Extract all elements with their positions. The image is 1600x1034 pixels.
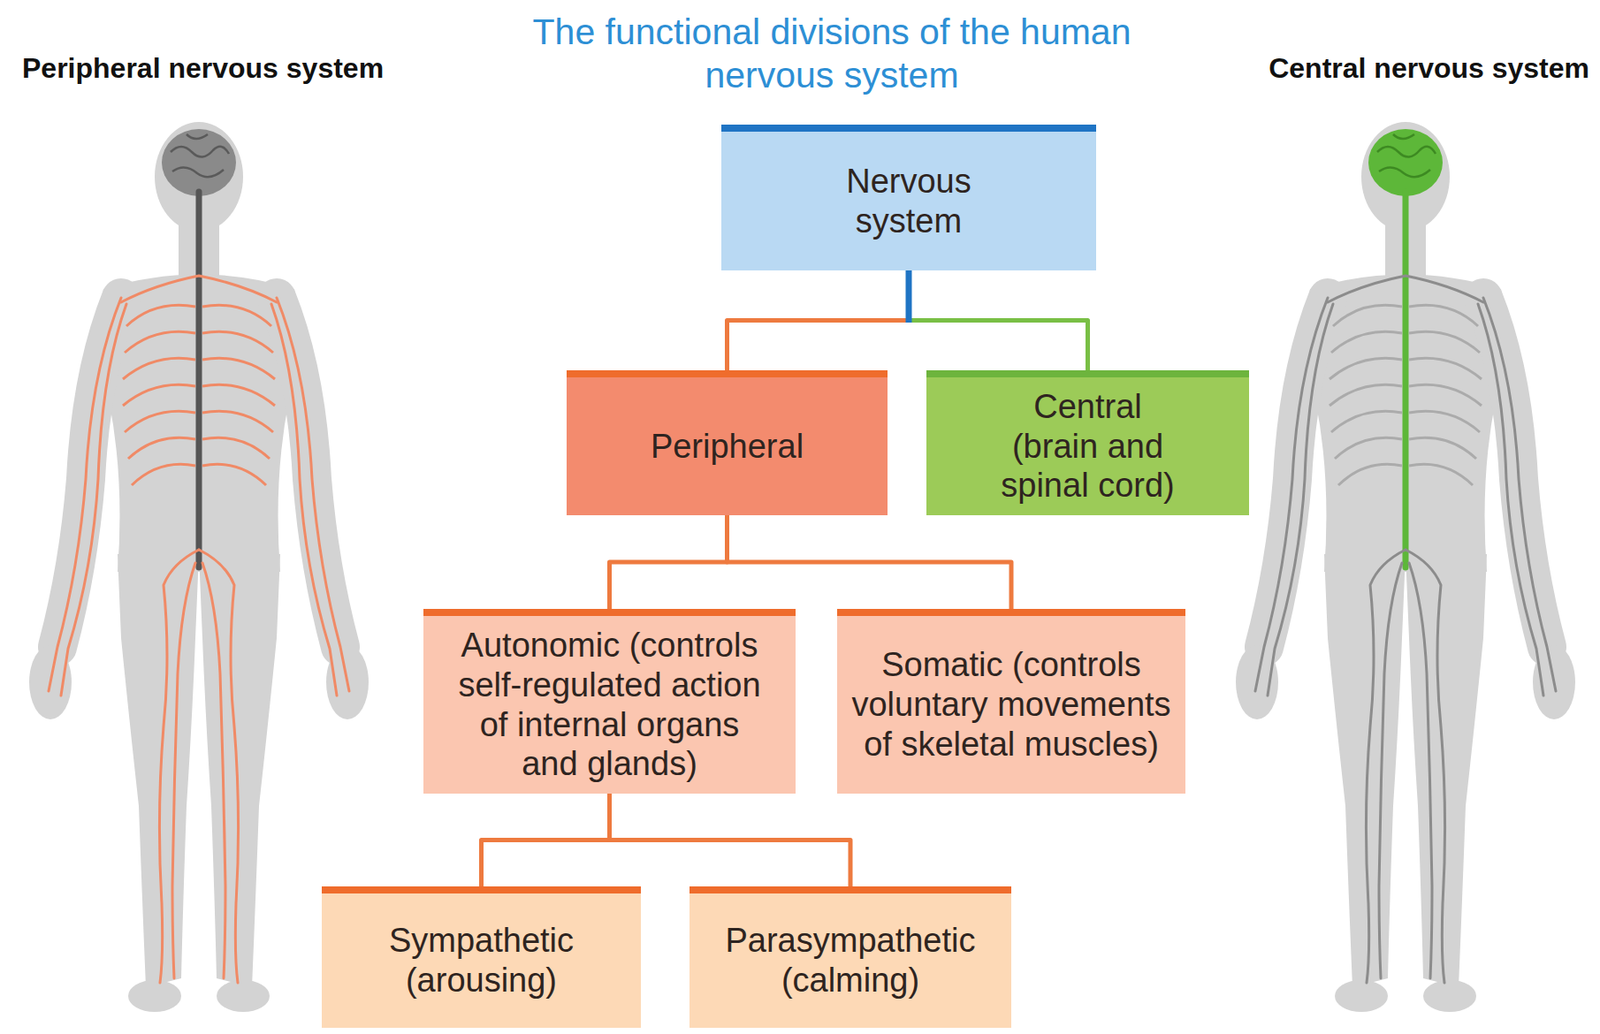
division-box: Peripheral xyxy=(566,370,888,516)
connector-stub xyxy=(906,270,913,323)
division-box: Parasympathetic (calming) xyxy=(689,886,1012,1029)
branch-connector xyxy=(908,270,1089,371)
central-figure xyxy=(1235,121,1576,1013)
branch-connector xyxy=(727,270,910,371)
division-box: Central (brain and spinal cord) xyxy=(926,370,1250,516)
figure-label: Central nervous system xyxy=(1268,51,1590,85)
branch-connector xyxy=(481,793,610,887)
division-label: Autonomic (controls self-regulated actio… xyxy=(455,625,765,785)
division-label: Sympathetic (arousing) xyxy=(349,921,615,1001)
figure-instance xyxy=(29,121,369,1013)
branch-connector xyxy=(609,515,728,610)
figure-instance xyxy=(1235,121,1576,1013)
division-box: Autonomic (controls self-regulated actio… xyxy=(423,609,796,794)
diagram-title: The functional divisions of the human ne… xyxy=(522,10,1142,98)
branch-connector xyxy=(609,793,852,887)
peripheral-figure xyxy=(29,121,369,1013)
division-label: Nervous system xyxy=(820,161,998,242)
division-label: Peripheral xyxy=(650,426,804,467)
figure-label: Peripheral nervous system xyxy=(22,51,384,85)
division-label: Parasympathetic (calming) xyxy=(708,921,992,1001)
division-label: Somatic (controls voluntary movements of… xyxy=(849,645,1174,764)
division-box: Sympathetic (arousing) xyxy=(321,886,641,1029)
branch-connector xyxy=(727,515,1013,610)
division-label: Central (brain and spinal cord) xyxy=(992,387,1183,506)
division-box: Somatic (controls voluntary movements of… xyxy=(837,609,1186,794)
division-box: Nervous system xyxy=(721,124,1097,271)
